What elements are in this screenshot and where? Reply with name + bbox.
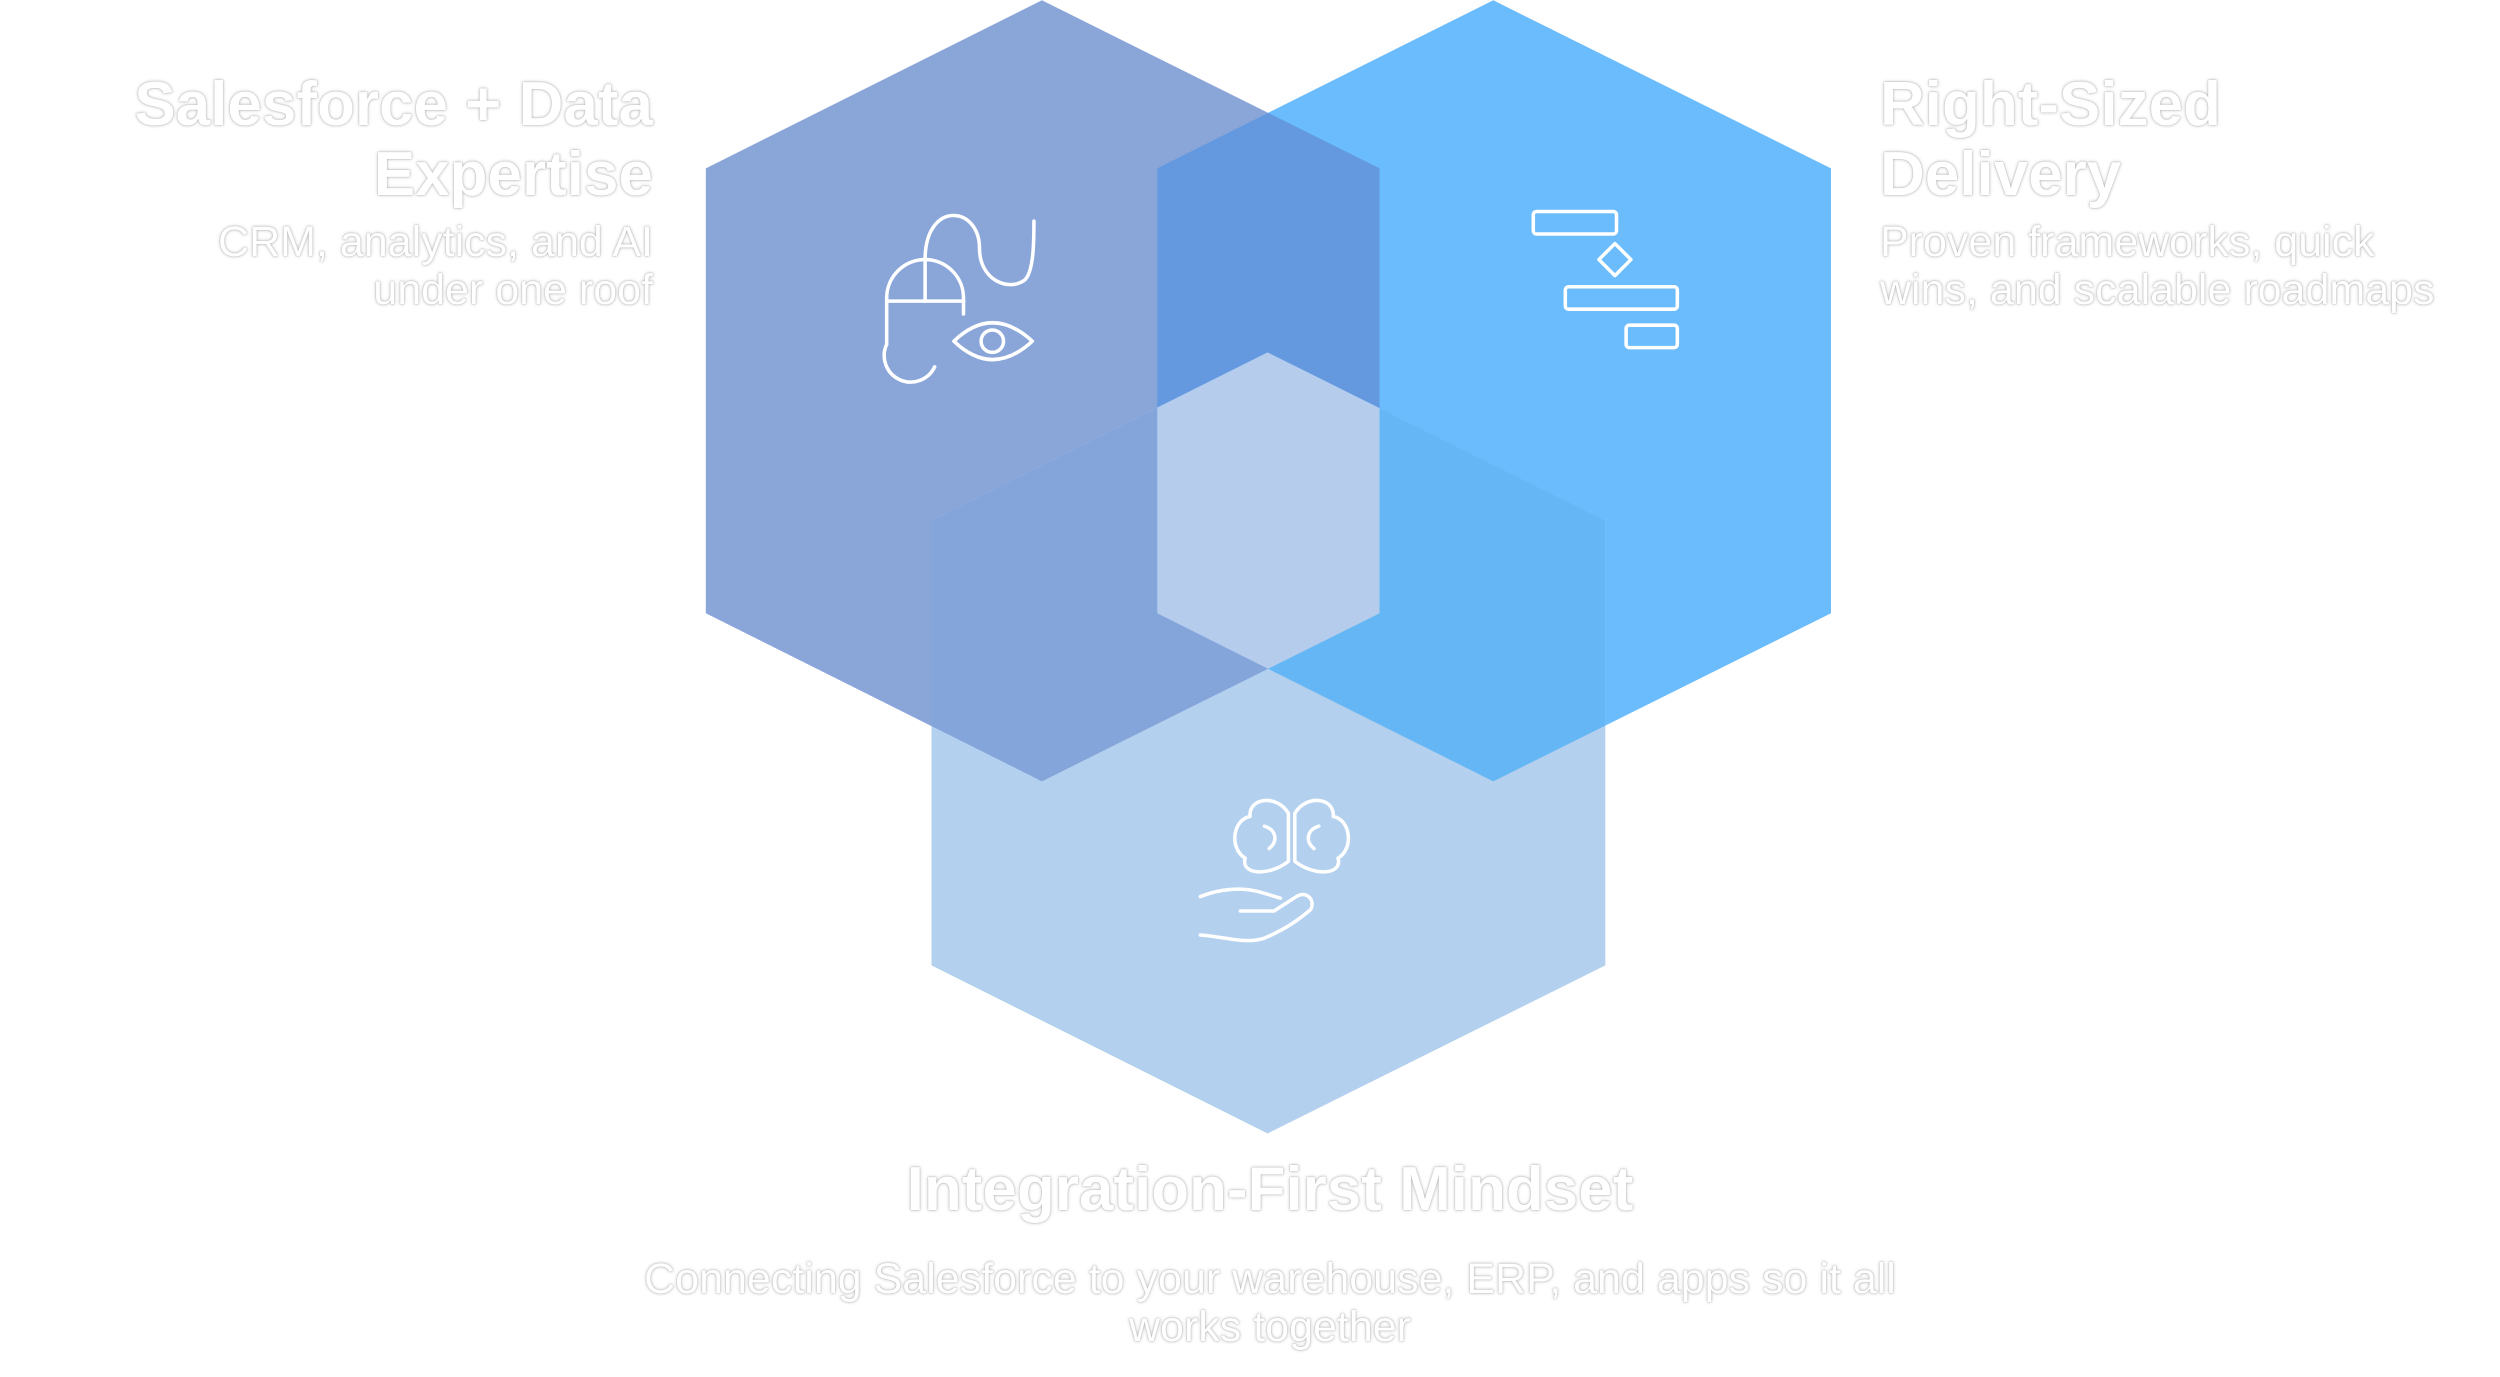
segment-title: Salesforce + Data Expertise [134,70,653,209]
segment-right-sized-delivery-label: Right-Sized Delivery Proven frameworks, … [1880,70,2440,314]
segment-description: Proven frameworks, quick wins, and scala… [1880,218,2435,314]
segment-description: CRM, analytics, and AI under one roof [218,218,653,314]
segment-salesforce-data-label: Salesforce + Data Expertise CRM, analyti… [100,70,653,314]
segment-title: Integration-First Mindset [906,1155,1634,1224]
segment-description: Connecting Salesforce to your warehouse,… [644,1255,1896,1351]
brain-hand-icon [1198,798,1351,943]
roadmap-gantt-icon [1531,209,1680,350]
mouse-eye-icon [882,213,1036,384]
segment-title: Right-Sized Delivery [1880,70,2221,209]
segment-integration-first-label: Integration-First Mindset Connecting Sal… [600,1155,1940,1351]
